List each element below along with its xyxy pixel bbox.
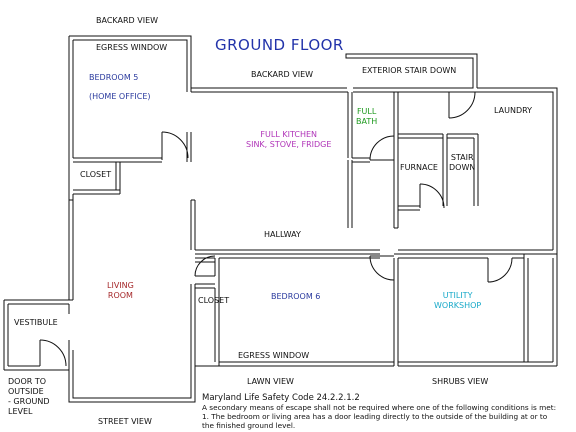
laundry-door [448, 91, 476, 119]
lawn-view-label: LAWN VIEW [247, 377, 294, 386]
closet-left-label: CLOSET [80, 170, 112, 179]
street-view-label: STREET VIEW [98, 417, 152, 426]
stair-label: STAIR DOWN [449, 153, 475, 173]
kitchen-label: FULL KITCHEN SINK, STOVE, FRIDGE [246, 130, 331, 150]
bath-note: BATH [356, 117, 378, 126]
stair-note: DOWN [449, 163, 476, 172]
vestibule-label: VESTIBULE [14, 318, 58, 327]
bedroom5-name: BEDROOM 5 [89, 73, 139, 82]
vestibule-door [39, 339, 67, 367]
bedroom5-door [161, 131, 189, 160]
furnace-door [419, 183, 445, 209]
laundry-label: LAUNDRY [494, 106, 533, 115]
backyard-view-top-label: BACKARD VIEW [96, 16, 159, 25]
code-line-3: the finished ground level. [202, 421, 296, 430]
shrubs-view-label: SHRUBS VIEW [432, 377, 489, 386]
plan-title: GROUND FLOOR [215, 36, 344, 54]
living-walls [68, 194, 196, 403]
laundry-walls [398, 133, 557, 255]
bath-door [369, 135, 395, 161]
egress-window-bottom-label: EGRESS WINDOW [238, 351, 310, 360]
egress-window-top-label: EGRESS WINDOW [96, 43, 168, 52]
code-line-2: 1. The bedroom or living area has a door… [202, 412, 548, 421]
living-name: LIVING [107, 281, 134, 290]
living-note: ROOM [107, 291, 133, 300]
door-outside-line4: LEVEL [8, 407, 33, 416]
bath-name: FULL [356, 107, 377, 116]
utility-door [487, 257, 513, 283]
closet-mid-door [194, 255, 216, 277]
hallway-label: HALLWAY [264, 230, 301, 239]
bath-walls [347, 92, 399, 229]
utility-walls [398, 254, 558, 367]
utility-label: UTILITY WORKSHOP [434, 291, 481, 311]
door-outside-line3: - GROUND [8, 397, 50, 406]
closet-mid-label: CLOSET [198, 296, 230, 305]
stair-name: STAIR [450, 153, 474, 162]
backyard-view-mid-label: BACKARD VIEW [251, 70, 314, 79]
vestibule-walls [3, 299, 73, 371]
utility-name: UTILITY [442, 291, 473, 300]
furnace-label: FURNACE [400, 163, 438, 172]
code-title: Maryland Life Safety Code 24.2.2.1.2 [202, 393, 360, 403]
bath-label: FULL BATH [356, 107, 377, 127]
door-outside-label: DOOR TO OUTSIDE - GROUND LEVEL [8, 377, 49, 417]
exterior-stair-label: EXTERIOR STAIR DOWN [362, 66, 457, 75]
door-outside-line1: DOOR TO [8, 377, 47, 386]
door-outside-line2: OUTSIDE [8, 387, 44, 396]
living-label: LIVING ROOM [107, 281, 134, 301]
bedroom6-door [369, 255, 395, 281]
kitchen-note: SINK, STOVE, FRIDGE [246, 140, 332, 149]
utility-note: WORKSHOP [434, 301, 482, 310]
bedroom6-label: BEDROOM 6 [271, 292, 321, 301]
bedroom5-note: (HOME OFFICE) [89, 92, 151, 101]
top-wall [191, 53, 558, 254]
bedroom6-walls [195, 253, 399, 367]
code-line-1: A secondary means of escape shall not be… [202, 403, 557, 412]
bedroom5-label: BEDROOM 5 (HOME OFFICE) [89, 73, 151, 102]
closet-left-walls [73, 162, 121, 195]
kitchen-name: FULL KITCHEN [260, 130, 317, 139]
